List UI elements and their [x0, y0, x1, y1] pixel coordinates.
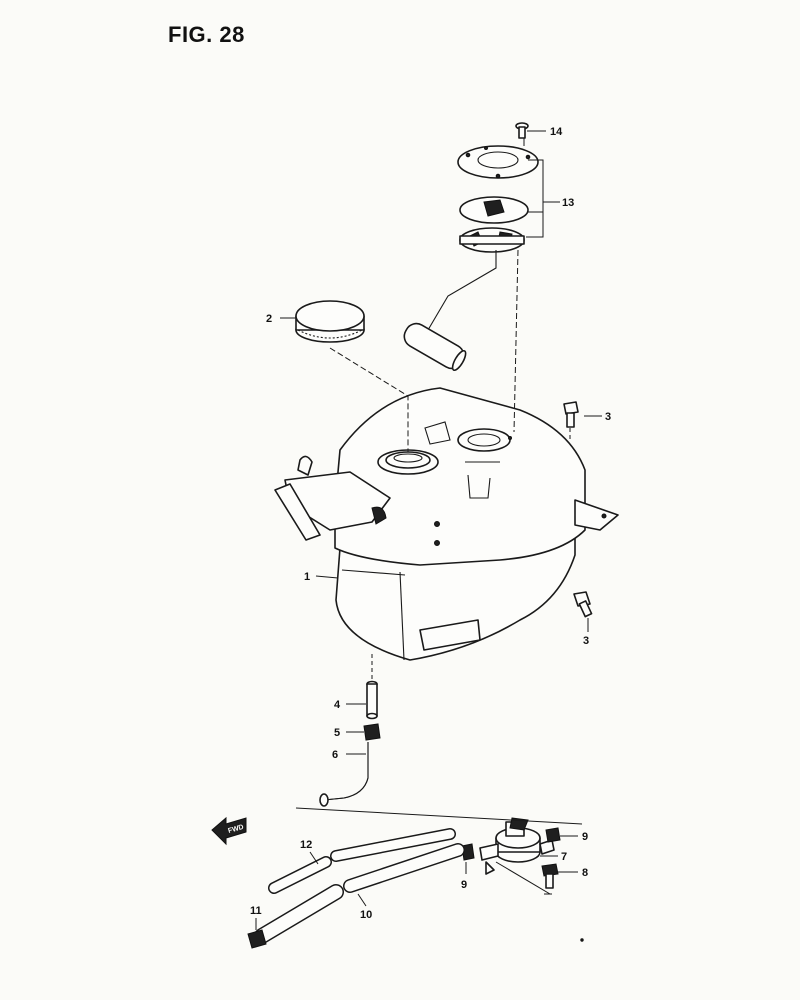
- part-10-hose[interactable]: [254, 843, 465, 944]
- part-13-fuel-gauge-assembly[interactable]: [400, 145, 539, 373]
- callout-3-upper: 3: [605, 411, 611, 423]
- callout-8: 8: [582, 867, 588, 879]
- callout-7: 7: [561, 851, 567, 863]
- part-9-clamp-right[interactable]: [545, 827, 561, 843]
- part-4-pipe[interactable]: [366, 680, 378, 720]
- callout-14: 14: [550, 126, 563, 138]
- front-arrow-label: FWD: [227, 824, 244, 835]
- part-3-bolt-upper[interactable]: [563, 401, 579, 428]
- callout-9-left: 9: [461, 879, 467, 891]
- part-1-fuel-tank[interactable]: [274, 387, 619, 661]
- part-11-clamp[interactable]: [247, 929, 267, 949]
- callout-4: 4: [334, 699, 341, 711]
- callout-labels: 14 13 2 3 1 3 4 5 6 9 7 8 9 12 10 11: [250, 126, 611, 921]
- callout-6: 6: [332, 749, 338, 761]
- part-8-bolt[interactable]: [541, 863, 559, 889]
- callout-3-lower: 3: [583, 635, 589, 647]
- callout-2: 2: [266, 313, 272, 325]
- callout-10: 10: [360, 909, 372, 921]
- part-12-hose[interactable]: [268, 828, 456, 894]
- part-5-clamp[interactable]: [363, 723, 381, 741]
- part-3-bolt-lower[interactable]: [573, 591, 593, 618]
- front-direction-arrow-icon: FWD: [211, 816, 247, 846]
- part-7-fuel-cock[interactable]: [479, 817, 555, 875]
- callout-13: 13: [562, 197, 574, 209]
- part-6-hose[interactable]: [319, 742, 369, 807]
- part-14-screw[interactable]: [515, 122, 529, 139]
- callout-1: 1: [304, 571, 310, 583]
- callout-9-right: 9: [582, 831, 588, 843]
- callout-12: 12: [300, 839, 312, 851]
- callout-11: 11: [250, 905, 262, 917]
- figure-title: FIG. 28: [168, 22, 245, 47]
- part-9-clamp-left[interactable]: [461, 843, 475, 861]
- part-2-fuel-cap[interactable]: [295, 300, 365, 343]
- leader-lines: [255, 130, 602, 942]
- callout-5: 5: [334, 727, 340, 739]
